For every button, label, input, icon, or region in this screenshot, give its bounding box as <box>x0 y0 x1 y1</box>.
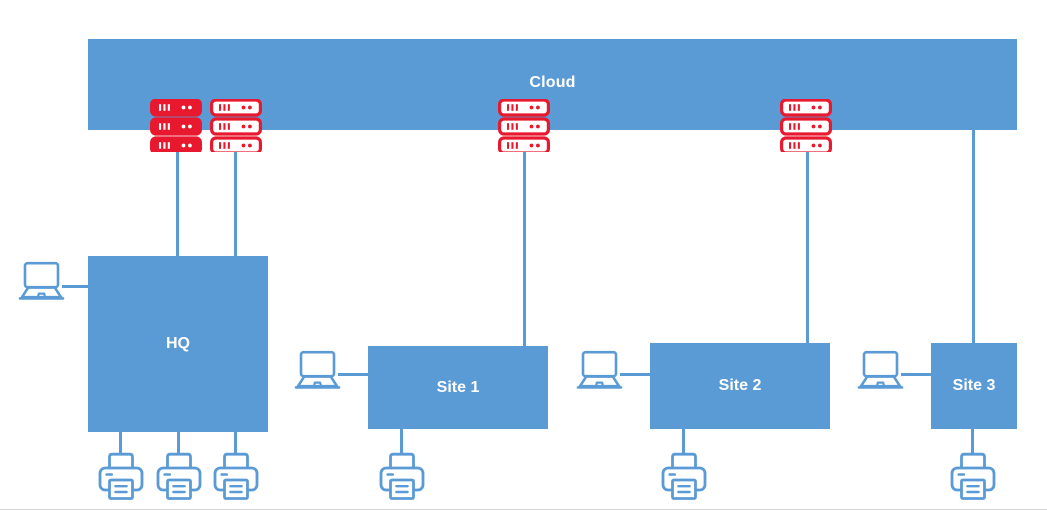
printer-icon-printer-site1[interactable] <box>379 450 425 502</box>
link-server-hq-secondary-to-hq <box>234 152 237 256</box>
printer-icon-printer-hq-3[interactable] <box>213 450 259 502</box>
node-box-site1[interactable]: Site 1 <box>368 346 548 429</box>
node-label-hq: HQ <box>166 335 190 352</box>
link-hq-to-printer-2 <box>177 430 180 454</box>
link-laptop-site1-to-site1 <box>338 373 370 376</box>
link-laptop-site3-to-site3 <box>901 373 933 376</box>
laptop-icon-laptop-site3[interactable] <box>857 350 909 392</box>
printer-icon-printer-site3[interactable] <box>950 450 996 502</box>
link-server-site2-to-site2 <box>806 152 809 343</box>
link-site3-to-printer <box>971 428 974 454</box>
node-label-site2: Site 2 <box>718 377 762 394</box>
link-cloud-to-site3 <box>972 130 975 343</box>
laptop-icon-laptop-hq[interactable] <box>18 261 70 303</box>
link-site2-to-printer <box>682 428 685 454</box>
link-server-hq-primary-to-hq <box>176 152 179 256</box>
node-label-site1: Site 1 <box>436 378 480 396</box>
link-laptop-hq-to-hq <box>62 285 90 288</box>
node-box-site2[interactable]: Site 2 <box>650 343 830 429</box>
laptop-icon-laptop-site2[interactable] <box>576 350 628 392</box>
link-site1-to-printer <box>400 428 403 454</box>
node-box-site3[interactable]: Site 3 <box>931 343 1017 429</box>
link-hq-to-printer-1 <box>119 430 122 454</box>
printer-icon-printer-hq-1[interactable] <box>98 450 144 502</box>
laptop-icon-laptop-site1[interactable] <box>294 350 346 392</box>
server-rack-icon-server-site1[interactable] <box>498 99 550 152</box>
printer-icon-printer-hq-2[interactable] <box>156 450 202 502</box>
server-rack-icon-server-site2[interactable] <box>780 99 832 152</box>
printer-icon-printer-site2[interactable] <box>661 450 707 502</box>
link-hq-to-printer-3 <box>234 430 237 454</box>
server-rack-icon-server-hq-secondary[interactable] <box>210 99 262 152</box>
node-box-hq[interactable]: HQ <box>88 256 268 432</box>
link-server-site1-to-site1 <box>523 152 526 346</box>
node-label-site3: Site 3 <box>952 377 996 394</box>
link-laptop-site2-to-site2 <box>620 373 652 376</box>
server-rack-icon-server-hq-primary[interactable] <box>150 99 202 152</box>
